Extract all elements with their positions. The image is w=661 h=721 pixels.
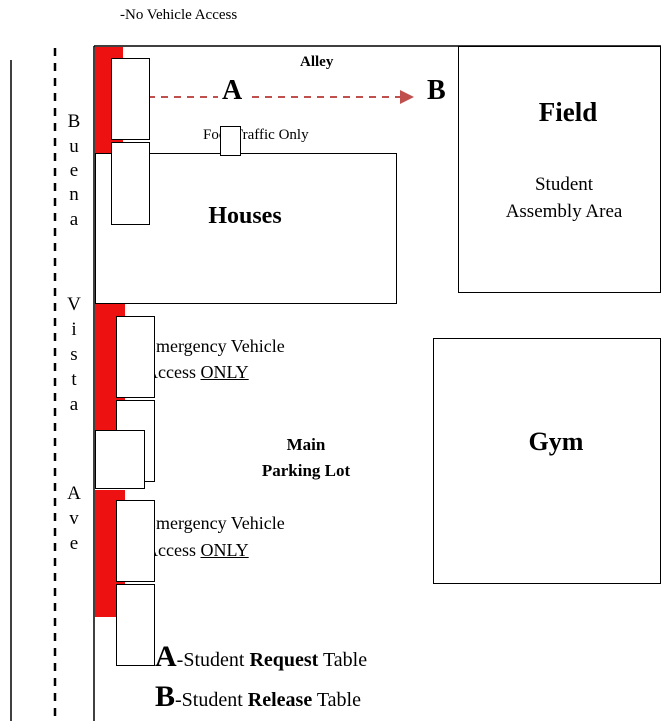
route-arrow-head (400, 90, 414, 104)
street-letter: t (66, 370, 82, 389)
foot-traffic-gate (220, 126, 241, 156)
foot-traffic-label: Foot Traffic Only (203, 127, 309, 143)
legend-b: B-Student Release Table (155, 680, 361, 714)
street-letter: v (66, 509, 82, 528)
legend-a: A-Student Request Table (155, 640, 367, 674)
legend-a-prefix: -Student (176, 649, 250, 671)
emergency-upper-line1: Emergency Vehicle (145, 336, 285, 356)
no-vehicle-access-note: -No Vehicle Access (120, 7, 238, 23)
gym-label: Gym (528, 427, 584, 456)
legend-b-bold: Release (247, 689, 313, 711)
houses-label: Houses (208, 203, 282, 229)
emergency-lower-line2: Access ONLY (145, 540, 249, 561)
emergency-upper-prefix: Access (145, 362, 201, 382)
emergency-upper-line2: Access ONLY (145, 362, 249, 383)
emergency-lower-prefix: Access (145, 540, 201, 560)
legend-b-suffix: Table (312, 689, 361, 711)
parking-line2: Parking Lot (261, 461, 351, 480)
legend-a-suffix: Table (318, 649, 368, 671)
street-letter: n (66, 185, 82, 204)
field-desc-line1: Student (534, 174, 594, 195)
legend-a-bold: Request (249, 649, 319, 671)
vehicle-box-3 (116, 316, 155, 398)
street-letter: i (66, 320, 82, 339)
legend-b-prefix: -Student (175, 689, 248, 711)
field-title: Field (538, 97, 598, 127)
street-letter: V (66, 294, 82, 315)
street-letter: u (66, 137, 82, 156)
field-desc-line2: Assembly Area (505, 201, 623, 222)
emergency-lower-emph: ONLY (200, 540, 249, 560)
route-end-letter: B (427, 75, 446, 106)
legend-a-letter: A (155, 640, 177, 673)
vehicle-box-5 (95, 430, 145, 489)
vehicle-box-7 (116, 584, 155, 666)
street-letter: s (66, 345, 82, 364)
alley-label: Alley (300, 54, 334, 70)
vehicle-box-2 (111, 142, 150, 225)
route-start-letter: A (218, 76, 247, 106)
street-letter: a (66, 210, 82, 229)
vehicle-box-1 (111, 58, 150, 140)
emergency-lower-line1: Emergency Vehicle (145, 513, 285, 533)
street-letter: a (66, 395, 82, 414)
field-block (458, 46, 661, 293)
street-letter: A (66, 483, 82, 504)
vehicle-box-6 (116, 500, 155, 582)
emergency-upper-emph: ONLY (200, 362, 249, 382)
street-letter: e (66, 161, 82, 180)
gym-block (433, 338, 661, 584)
street-letter: e (66, 534, 82, 553)
street-letter: B (66, 111, 82, 132)
parking-line1: Main (286, 435, 326, 454)
legend-b-letter: B (155, 680, 176, 713)
